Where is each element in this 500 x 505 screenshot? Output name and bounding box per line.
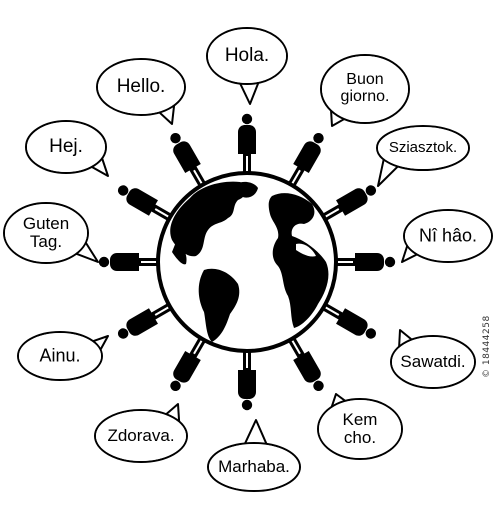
speech-bubble xyxy=(376,125,470,187)
person-figure-icon xyxy=(170,336,207,392)
person-figure-icon xyxy=(287,132,324,188)
greeting-buon-line2: giorno. xyxy=(340,88,390,105)
people-ring xyxy=(98,113,396,411)
greeting-kem-line2: cho. xyxy=(343,428,377,447)
person-figure-icon xyxy=(117,302,173,339)
speech-bubble xyxy=(96,58,186,125)
continent-north-america xyxy=(170,181,247,257)
speech-bubble xyxy=(390,329,476,389)
person-figure-icon xyxy=(238,350,256,411)
person-figure-icon xyxy=(335,253,396,271)
person-figure-icon xyxy=(321,185,377,222)
speech-bubble xyxy=(317,393,403,460)
greeting-buon-giorno: Buon giorno. xyxy=(340,71,390,106)
person-figure-icon xyxy=(98,253,159,271)
greeting-hello: Hello. xyxy=(116,76,166,98)
greeting-ni-hao: Nî hâo. xyxy=(418,225,478,246)
greeting-sawatdi: Sawatdi. xyxy=(400,352,466,372)
speech-bubble xyxy=(401,209,493,263)
greeting-buon-line1: Buon xyxy=(346,71,384,89)
greeting-guten-line2: Tag. xyxy=(29,232,63,251)
speech-bubble xyxy=(320,54,410,127)
continent-europe-africa xyxy=(268,193,329,328)
greeting-ainu: Ainu. xyxy=(39,345,81,366)
stock-image-id: © 18444258 xyxy=(482,315,492,378)
speech-bubble xyxy=(207,419,301,492)
speech-bubble xyxy=(206,27,288,105)
greeting-marhaba: Marhaba. xyxy=(218,457,290,477)
earth-globe-icon xyxy=(156,171,338,353)
greeting-guten-tag: Guten Tag. xyxy=(23,215,69,251)
continent-greenland xyxy=(236,181,258,198)
greeting-kem-cho: Kem cho. xyxy=(343,411,378,447)
greeting-guten-line1: Guten xyxy=(22,214,70,234)
greeting-zdorava: Zdorava. xyxy=(107,426,175,446)
person-figure-icon xyxy=(170,132,207,188)
person-figure-icon xyxy=(238,113,256,174)
speech-bubble xyxy=(3,202,99,264)
speech-bubble xyxy=(25,120,109,177)
person-figure-icon xyxy=(117,185,173,222)
greeting-sziasztok: Sziasztok. xyxy=(388,139,458,157)
greeting-hola: Hola. xyxy=(224,45,270,67)
speech-bubble xyxy=(17,331,109,381)
person-figure-icon xyxy=(321,302,377,339)
person-figure-icon xyxy=(287,336,324,392)
greeting-kem-line1: Kem xyxy=(342,410,378,430)
continent-south-america xyxy=(198,268,240,342)
greeting-hej: Hej. xyxy=(49,136,83,158)
speech-bubble xyxy=(94,403,188,463)
